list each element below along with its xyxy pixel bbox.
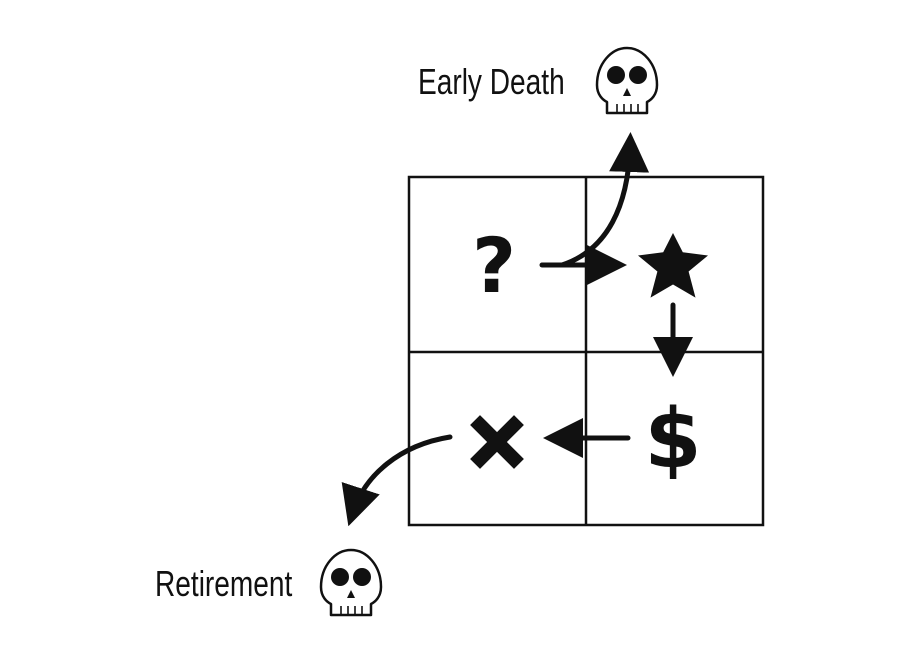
x-mark-icon [470, 415, 524, 469]
arrow-question-to-early-death [559, 132, 650, 268]
skull-icon [595, 46, 659, 115]
skull-icon [319, 548, 383, 617]
dollar-icon: $ [644, 392, 701, 487]
retirement-label: Retirement [155, 563, 293, 604]
question-mark-icon: ? [472, 221, 516, 310]
early-death-label: Early Death [418, 61, 565, 102]
arrow-x-to-retirement [341, 434, 453, 527]
quadrant-grid [407, 175, 765, 527]
star-icon [638, 233, 708, 298]
